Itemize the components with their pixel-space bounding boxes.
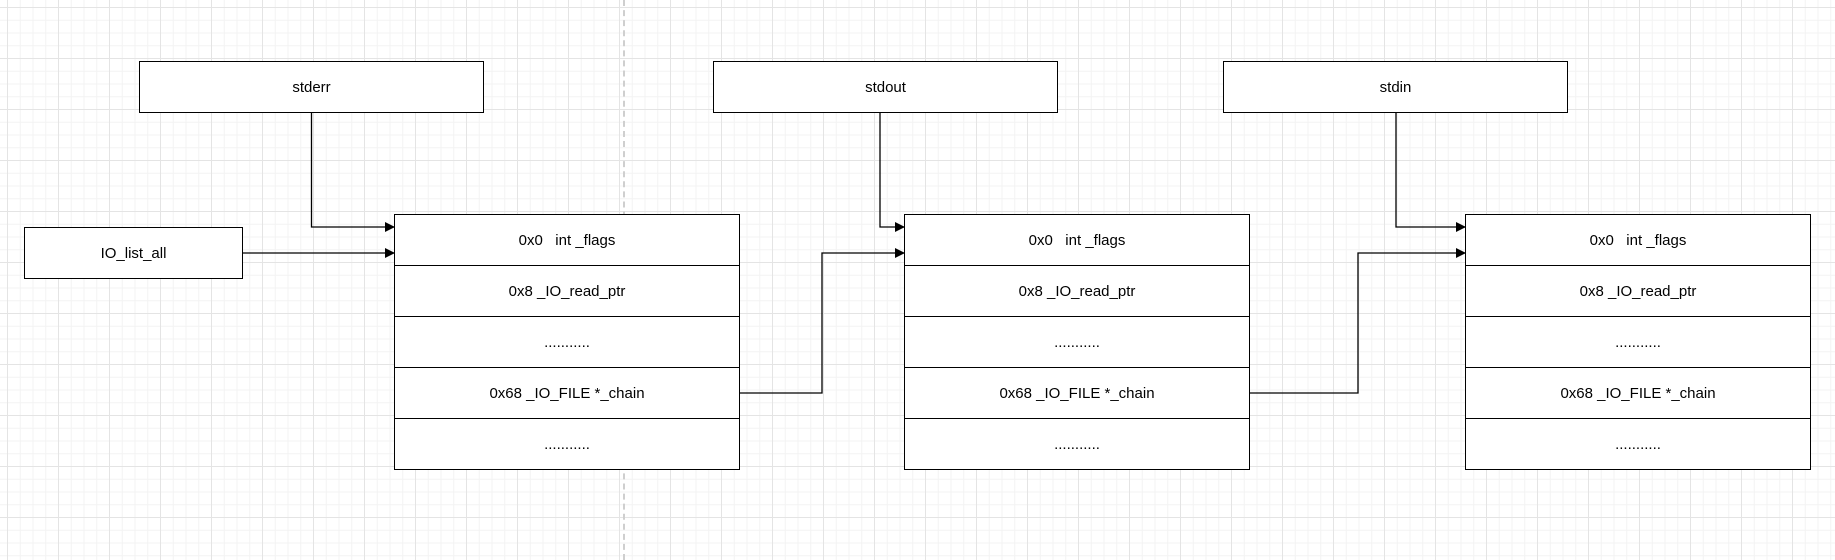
field-chain[interactable]: 0x68 _IO_FILE *_chain [395, 368, 739, 419]
field-ellipsis[interactable]: ........... [1466, 317, 1810, 368]
field-flags[interactable]: 0x0 int _flags [395, 215, 739, 266]
arrow-stderr-to-struct [310, 113, 395, 232]
stdin-box[interactable]: stdin [1223, 61, 1568, 113]
arrow-stdout-to-struct [879, 113, 905, 232]
arrow-stdin-to-struct [1395, 113, 1466, 232]
io-file-struct-stdout[interactable]: 0x0 int _flags 0x8 _IO_read_ptr ........… [904, 214, 1250, 470]
field-ellipsis[interactable]: ........... [905, 317, 1249, 368]
io-list-all-box[interactable]: IO_list_all [24, 227, 243, 279]
field-ellipsis[interactable]: ........... [395, 317, 739, 368]
field-io-read-ptr[interactable]: 0x8 _IO_read_ptr [395, 266, 739, 317]
io-file-struct-stdin[interactable]: 0x0 int _flags 0x8 _IO_read_ptr ........… [1465, 214, 1811, 470]
field-io-read-ptr[interactable]: 0x8 _IO_read_ptr [905, 266, 1249, 317]
stdout-box[interactable]: stdout [713, 61, 1058, 113]
arrow-stdout-chain-to-stdin [1250, 248, 1466, 394]
field-chain[interactable]: 0x68 _IO_FILE *_chain [1466, 368, 1810, 419]
field-chain[interactable]: 0x68 _IO_FILE *_chain [905, 368, 1249, 419]
io-file-struct-stderr[interactable]: 0x0 int _flags 0x8 _IO_read_ptr ........… [394, 214, 740, 470]
field-flags[interactable]: 0x0 int _flags [1466, 215, 1810, 266]
arrow-stderr-chain-to-stdout [740, 248, 905, 394]
field-ellipsis[interactable]: ........... [1615, 435, 1661, 453]
field-flags[interactable]: 0x0 int _flags [905, 215, 1249, 266]
field-ellipsis[interactable]: ........... [544, 435, 590, 453]
field-ellipsis[interactable]: ........... [1054, 435, 1100, 453]
stderr-box[interactable]: stderr [139, 61, 484, 113]
field-io-read-ptr[interactable]: 0x8 _IO_read_ptr [1466, 266, 1810, 317]
